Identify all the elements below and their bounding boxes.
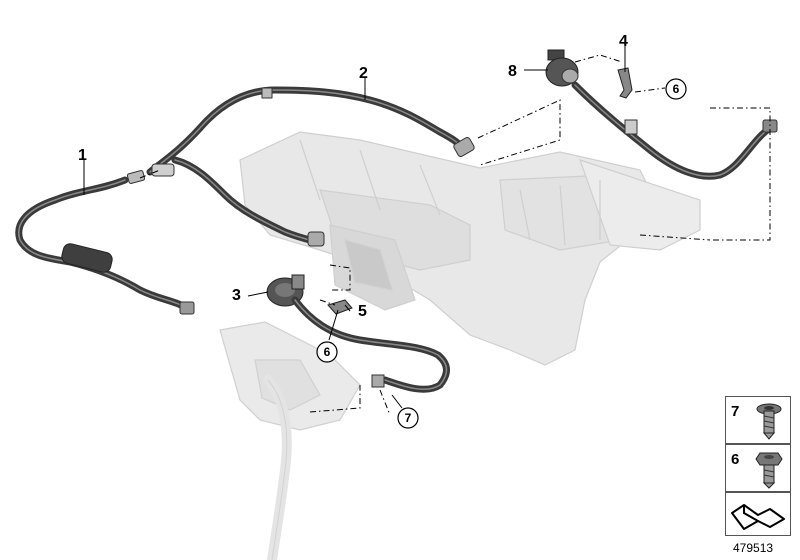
- hex-screw-icon: [755, 452, 783, 489]
- valve-part-8: [545, 49, 778, 180]
- callout-2: 2: [359, 65, 368, 82]
- hose-part-1: [15, 170, 195, 315]
- hose-part-2: [146, 86, 475, 247]
- bracket-icon: [731, 504, 785, 530]
- svg-text:6: 6: [673, 82, 680, 96]
- valve-part-3: [266, 274, 450, 393]
- legend-number-6: 6: [731, 451, 740, 468]
- diagram-reference-number: 479513: [733, 541, 774, 555]
- clip-part-4: [617, 67, 633, 99]
- svg-text:6: 6: [324, 345, 331, 359]
- callout-3: 3: [232, 287, 241, 304]
- callout-1: 1: [78, 147, 87, 164]
- clip-part-5: [327, 299, 353, 315]
- circled-ref-6-top: 6: [665, 78, 687, 100]
- dashed-leaders: [139, 54, 771, 416]
- oil-separator-housing: [219, 321, 361, 431]
- legend-item-bracket: [725, 492, 791, 536]
- leader-lines: [83, 44, 626, 409]
- callout-4: 4: [619, 33, 628, 50]
- callout-8: 8: [508, 63, 517, 80]
- circled-ref-6-bottom: 6: [316, 341, 338, 363]
- circled-ref-7: 7: [397, 407, 419, 429]
- legend-item-7: 7: [725, 396, 791, 444]
- legend-item-6: 6: [725, 444, 791, 492]
- torx-screw-icon: [756, 403, 782, 440]
- intake-manifold: [239, 131, 701, 366]
- legend-number-7: 7: [731, 403, 740, 420]
- callout-5: 5: [358, 303, 367, 320]
- svg-text:7: 7: [405, 411, 412, 425]
